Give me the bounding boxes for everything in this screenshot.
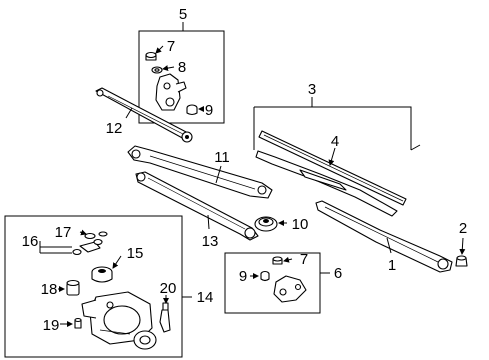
callout-2: 2 <box>459 220 467 237</box>
callout-5: 5 <box>179 6 187 23</box>
group-box-5 <box>138 22 225 124</box>
linkage-rod-12 <box>95 87 193 143</box>
pivot-link <box>155 73 187 111</box>
pivot-arm-lower <box>273 275 307 303</box>
group-box-6 <box>224 252 330 314</box>
callout-17: 17 <box>55 224 72 241</box>
callout-10: 10 <box>292 216 309 233</box>
callout-15: 15 <box>127 245 144 262</box>
wiper-link-13 <box>135 171 259 241</box>
wiper-blade-4 <box>255 130 407 217</box>
callout-11: 11 <box>214 149 230 166</box>
bushing-18 <box>66 279 80 296</box>
callout-9-top: 9 <box>205 102 213 119</box>
cap-2 <box>455 255 468 267</box>
callout-13: 13 <box>202 233 219 250</box>
callout-7-lower: 7 <box>300 251 308 268</box>
callout-1: 1 <box>388 257 396 274</box>
nut-7-top <box>145 51 157 61</box>
callout-4: 4 <box>331 133 339 150</box>
clip-17 <box>84 231 108 240</box>
wiper-link-11 <box>127 145 273 199</box>
callout-18: 18 <box>41 281 58 298</box>
callout-16: 16 <box>22 233 39 250</box>
callout-3: 3 <box>308 81 316 98</box>
callout-14: 14 <box>197 289 214 306</box>
grommet-10 <box>254 216 278 232</box>
bushing-9-top <box>186 104 198 116</box>
callout-19: 19 <box>43 317 60 334</box>
callout-7-top: 7 <box>167 38 175 55</box>
group-box-3 <box>253 97 421 151</box>
washer-8 <box>151 66 163 74</box>
group-box-14 <box>4 215 192 358</box>
bushing-9-lower <box>260 270 270 282</box>
callout-20: 20 <box>160 280 177 297</box>
wiper-arm-1 <box>315 200 453 273</box>
bracket-16 <box>72 238 103 256</box>
wiper-motor <box>81 291 157 350</box>
connector-20 <box>159 302 171 333</box>
callout-12: 12 <box>106 120 123 137</box>
mount-15 <box>91 266 113 283</box>
callout-8: 8 <box>178 59 186 76</box>
callout-9-lower: 9 <box>239 268 247 285</box>
nut-7-lower <box>272 256 283 265</box>
bolt-19 <box>74 317 82 329</box>
callout-6: 6 <box>334 265 342 282</box>
